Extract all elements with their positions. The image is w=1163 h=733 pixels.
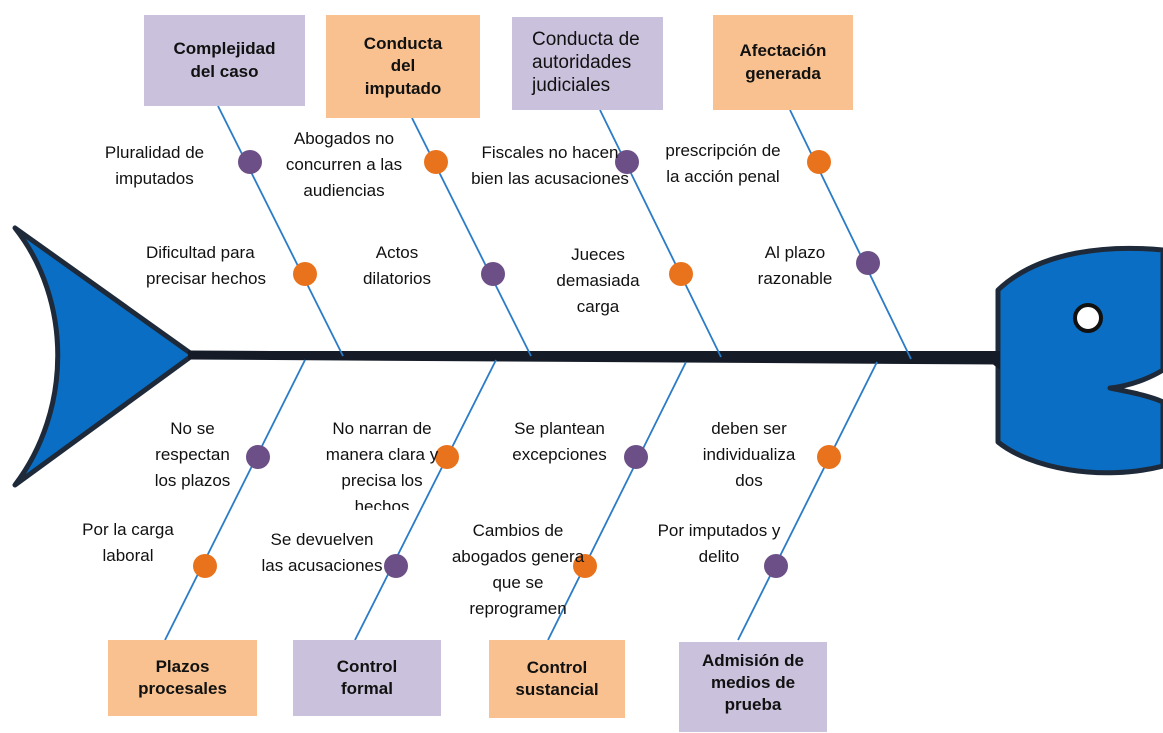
cause-text: Se devuelven las acusaciones (261, 530, 383, 575)
category-conducta-de-autoridades-judiciales: Conducta de autoridades judiciales (512, 17, 663, 110)
cause-dot (807, 150, 831, 174)
cause-dot (856, 251, 880, 275)
bone-top-1 (217, 105, 344, 357)
category-label: Admisión de medios de prueba (701, 651, 804, 715)
cause-dot (238, 150, 262, 174)
cause-text: prescripción de la acción penal (665, 141, 781, 186)
cause-dot (615, 150, 639, 174)
bone-top-4 (789, 109, 912, 360)
cause-dot (669, 262, 693, 286)
bone-bottom-2 (354, 359, 497, 641)
cause-text: Cambios de abogados genera que se reprog… (451, 521, 585, 618)
cause-dot (384, 554, 408, 578)
cause-text: Se plantean excepciones (512, 419, 607, 464)
category-label: Conducta de autoridades judiciales (532, 29, 640, 96)
cause-text: Dificultad para precisar hechos (146, 243, 267, 288)
cause-text: Fiscales no hacen bien las acusaciones (471, 143, 629, 188)
cause-dot (424, 150, 448, 174)
cause-dot (764, 554, 788, 578)
category-plazos-procesales: Plazos procesales (108, 640, 257, 716)
cause-text: Por imputados y delito (657, 521, 781, 566)
cause-dot (817, 445, 841, 469)
fish-head (995, 245, 1163, 476)
cause-dot (481, 262, 505, 286)
cause-text: Abogados no concurren a las audiencias (285, 129, 403, 200)
cause-text: No se respectan los plazos (154, 419, 231, 490)
category-control-sustancial: Control sustancial (489, 640, 625, 718)
cause-text: No narran de manera clara y precisa los … (325, 419, 439, 510)
fish-eye (1073, 303, 1103, 333)
category-label: Conducta del imputado (363, 34, 443, 98)
category-label: Control sustancial (515, 657, 599, 699)
cause-text: deben ser individualiza dos (702, 419, 796, 490)
cause-dot (624, 445, 648, 469)
cause-text: Al plazo razonable (757, 243, 833, 288)
fish-tail (12, 225, 196, 488)
cause-dot (435, 445, 459, 469)
cause-dot (573, 554, 597, 578)
bone-bottom-3 (547, 361, 687, 641)
category-afectacion-generada: Afectación generada (713, 15, 853, 110)
bone-top-3 (599, 109, 722, 358)
cause-text: Jueces demasiada carga (556, 245, 640, 316)
cause-dot (293, 262, 317, 286)
cause-dot (246, 445, 270, 469)
category-label: Control formal (336, 656, 398, 698)
category-label: Complejidad del caso (173, 39, 276, 81)
category-label: Plazos procesales (138, 656, 227, 698)
category-conducta-del-imputado: Conducta del imputado (326, 15, 480, 118)
cause-text: Actos dilatorios (362, 243, 432, 288)
category-complejidad-del-caso: Complejidad del caso (144, 15, 305, 106)
cause-dot (193, 554, 217, 578)
cause-text: Por la carga laboral (82, 520, 174, 565)
category-control-formal: Control formal (293, 640, 441, 716)
bone-bottom-1 (164, 359, 306, 641)
cause-text: Pluralidad de imputados (104, 143, 205, 188)
category-admision-de-medios-de-prueba: Admisión de medios de prueba (679, 642, 827, 732)
bone-bottom-4 (737, 361, 878, 641)
category-label: Afectación generada (739, 41, 827, 83)
